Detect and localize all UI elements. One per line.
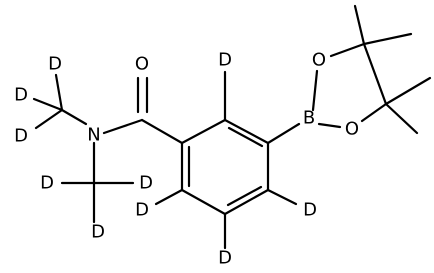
methyl-bond (353, 4, 366, 46)
ring-to-boron-bond (266, 122, 301, 145)
ring-double-bond (227, 126, 264, 148)
ring-double-bond (226, 185, 263, 207)
oxygen-carbon-bond (360, 102, 388, 123)
atom-label: D (91, 222, 105, 243)
oxygen-carbon-bond (329, 42, 366, 58)
ring-bond (223, 118, 270, 145)
atom-label: D (40, 173, 54, 194)
methyl-bond (384, 76, 432, 106)
atom-label: N (87, 125, 100, 146)
bonds (32, 4, 432, 250)
ring-to-carbonyl-bond (140, 118, 184, 145)
ring-bond (180, 118, 227, 145)
boron-oxygen-bond (311, 69, 319, 112)
nitrogen-to-methyl-bond (60, 108, 88, 126)
methyl-bond (384, 102, 419, 135)
ring-bond (223, 188, 270, 216)
atom-labels: O N B O O D D D D D D D D D D (14, 50, 359, 269)
atom-label: D (14, 126, 28, 147)
atom-label: D (218, 50, 232, 71)
c-d-bond (266, 188, 298, 206)
atom-label: O (312, 50, 326, 71)
atom-label: B (303, 108, 315, 129)
atom-label: D (135, 200, 149, 221)
ring-bond (180, 188, 227, 216)
atom-label: D (14, 85, 28, 106)
c-d-bond (34, 108, 64, 130)
atom-label: O (135, 54, 149, 75)
boron-oxygen-bond (317, 122, 342, 129)
carbonyl-to-nitrogen-bond (102, 118, 144, 135)
methyl-bond (362, 32, 413, 46)
carbon-carbon-bond (362, 42, 388, 106)
atom-label: D (303, 200, 317, 221)
atom-label: D (218, 248, 232, 269)
c-d-bond (54, 73, 64, 112)
atom-label: O (345, 119, 359, 140)
atom-label: D (48, 54, 62, 75)
atom-label: D (139, 173, 153, 194)
c-d-bond (154, 188, 184, 206)
c-d-bond (32, 97, 64, 112)
